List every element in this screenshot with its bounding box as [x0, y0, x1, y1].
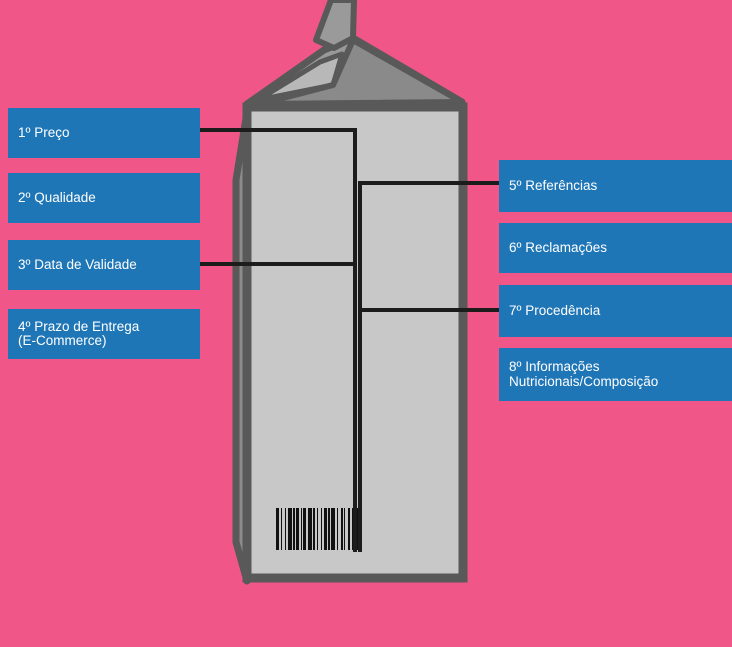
label-preco: 1º Preço [8, 108, 200, 158]
label-informacoes: 8º Informações Nutricionais/Composição [499, 348, 732, 401]
label-reclamacoes-text: 6º Reclamações [509, 241, 607, 255]
barcode-bar [313, 508, 315, 550]
barcode-bar [337, 508, 338, 550]
barcode-bar [324, 508, 327, 550]
barcode-bar [331, 508, 335, 550]
label-qualidade: 2º Qualidade [8, 173, 200, 223]
label-prazo-entrega-text: 4º Prazo de Entrega (E-Commerce) [18, 320, 139, 348]
label-referencias: 5º Referências [499, 160, 732, 212]
label-validade-text: 3º Data de Validade [18, 258, 137, 272]
milk-carton-icon [236, 0, 463, 581]
label-preco-text: 1º Preço [18, 126, 69, 140]
barcode-bar [321, 508, 322, 550]
barcode-bar [308, 508, 312, 550]
barcode-bar [301, 508, 302, 550]
barcode-bar [296, 508, 299, 550]
label-validade: 3º Data de Validade [8, 240, 200, 290]
label-prazo-entrega: 4º Prazo de Entrega (E-Commerce) [8, 309, 200, 359]
barcode-bar [317, 508, 318, 550]
label-reclamacoes: 6º Reclamações [499, 223, 732, 273]
barcode-bar [344, 508, 345, 550]
label-procedencia: 7º Procedência [499, 285, 732, 337]
barcode-bar [341, 508, 343, 550]
barcode-bar [288, 508, 292, 550]
barcode-bar [281, 508, 282, 550]
barcode-bar [285, 508, 286, 550]
barcode-bar [293, 508, 295, 550]
barcode-bar [276, 508, 279, 550]
barcode-bar [348, 508, 350, 550]
barcode-bar [303, 508, 306, 550]
label-qualidade-text: 2º Qualidade [18, 191, 96, 205]
label-referencias-text: 5º Referências [509, 179, 597, 193]
barcode-bar [328, 508, 330, 550]
label-procedencia-text: 7º Procedência [509, 304, 600, 318]
label-informacoes-text: 8º Informações Nutricionais/Composição [509, 360, 658, 388]
